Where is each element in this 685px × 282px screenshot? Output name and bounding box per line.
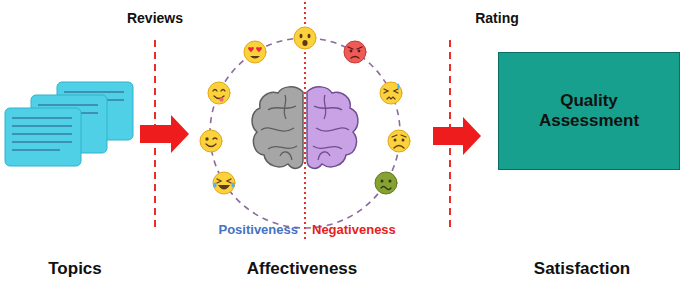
quality-box: Quality Assessment bbox=[498, 52, 680, 170]
emoji-icon bbox=[206, 144, 216, 147]
emoji-icon bbox=[294, 27, 316, 49]
emoji-icon bbox=[402, 139, 405, 142]
emoji-icon bbox=[357, 47, 362, 49]
emoji-icon bbox=[381, 180, 384, 183]
emoji-icon bbox=[344, 41, 366, 63]
emoji-icon bbox=[375, 172, 397, 194]
brain-illustration bbox=[313, 146, 342, 149]
emoji-icon bbox=[381, 187, 391, 190]
emoji-icon bbox=[348, 47, 353, 49]
emoji-icon bbox=[392, 135, 397, 137]
emoji-icon bbox=[213, 138, 217, 139]
document-stack bbox=[12, 149, 60, 150]
emoji-icon bbox=[302, 40, 307, 46]
emoji-icon bbox=[227, 179, 231, 183]
separator-line bbox=[155, 2, 450, 240]
emoji-icon bbox=[394, 139, 397, 142]
polarity-label: Negativeness bbox=[312, 223, 396, 238]
brain-illustration bbox=[252, 87, 303, 169]
stage-label: Reviews bbox=[127, 10, 183, 26]
emoji-icon bbox=[294, 27, 316, 49]
brain-illustration bbox=[284, 95, 286, 119]
document-stack bbox=[5, 82, 133, 166]
brain-illustration bbox=[307, 87, 358, 169]
document-stack bbox=[64, 91, 124, 92]
brain-illustration bbox=[313, 95, 349, 160]
emoji-icon bbox=[200, 130, 222, 152]
brain-illustration bbox=[324, 95, 326, 119]
brain-illustration bbox=[261, 95, 297, 160]
flow-arrow bbox=[140, 115, 189, 153]
stage-label: Rating bbox=[475, 10, 519, 26]
emoji-icon bbox=[213, 90, 217, 92]
emoji-icon bbox=[213, 172, 235, 194]
document-stack bbox=[12, 118, 72, 150]
brain-illustration bbox=[252, 87, 303, 169]
emoji-icon bbox=[351, 57, 359, 59]
polarity-label: Positiveness bbox=[219, 223, 299, 238]
emoji-icon bbox=[244, 41, 266, 63]
brain-illustration bbox=[252, 87, 358, 169]
emoji-icon bbox=[380, 82, 402, 104]
document-stack bbox=[12, 117, 72, 118]
section-title: Affectiveness bbox=[247, 259, 358, 279]
emoji-icon bbox=[200, 27, 410, 194]
brain-illustration bbox=[268, 106, 296, 110]
emoji-icon bbox=[200, 130, 222, 152]
emoji-icon bbox=[394, 146, 404, 149]
emoji-icon bbox=[380, 82, 402, 104]
document-stack bbox=[5, 108, 81, 166]
emoji-icon bbox=[358, 50, 361, 53]
emoji-icon bbox=[208, 82, 230, 104]
emoji-icon bbox=[388, 130, 410, 152]
brain-illustration bbox=[314, 106, 342, 110]
emoji-icon bbox=[397, 83, 400, 89]
document-stack bbox=[38, 104, 98, 105]
emoji-icon bbox=[213, 172, 235, 194]
emoji-icon bbox=[300, 34, 303, 38]
emoji-icon bbox=[308, 34, 311, 38]
brain-illustration bbox=[280, 152, 292, 160]
flow-arrow bbox=[433, 117, 481, 155]
emoji-icon bbox=[375, 172, 397, 194]
emoji-icon bbox=[213, 183, 216, 188]
emoji-icon bbox=[248, 47, 254, 52]
emoji-icon bbox=[244, 41, 266, 63]
document-stack bbox=[12, 133, 72, 134]
emoji-icon bbox=[217, 179, 221, 183]
brain-illustration bbox=[261, 128, 294, 131]
emoji-icon bbox=[344, 41, 366, 63]
emotion-ring bbox=[210, 38, 400, 228]
emoji-icon bbox=[401, 135, 406, 137]
brain-illustration bbox=[307, 87, 358, 169]
box-label: Quality Assessment bbox=[527, 91, 652, 132]
emoji-icon bbox=[388, 130, 410, 152]
document-stack bbox=[12, 141, 72, 142]
emoji-icon bbox=[208, 82, 230, 104]
brain-illustration bbox=[268, 146, 297, 149]
emoji-icon bbox=[350, 50, 353, 53]
emoji-icon bbox=[218, 185, 230, 190]
document-stack bbox=[12, 125, 72, 126]
emoji-icon bbox=[231, 183, 234, 188]
emoji-icon bbox=[221, 90, 225, 92]
emoji-icon bbox=[250, 56, 260, 59]
section-title: Topics bbox=[48, 259, 102, 279]
emoji-icon bbox=[389, 180, 392, 183]
emoji-icon bbox=[256, 47, 262, 52]
emoji-icon bbox=[394, 89, 398, 93]
emoji-icon bbox=[387, 97, 395, 99]
emoji-icon bbox=[384, 89, 388, 93]
emoji-icon bbox=[205, 137, 208, 140]
section-title: Satisfaction bbox=[534, 259, 630, 279]
brain-illustration bbox=[318, 152, 330, 160]
emoji-icon bbox=[220, 97, 224, 102]
brain-illustration bbox=[316, 128, 349, 131]
